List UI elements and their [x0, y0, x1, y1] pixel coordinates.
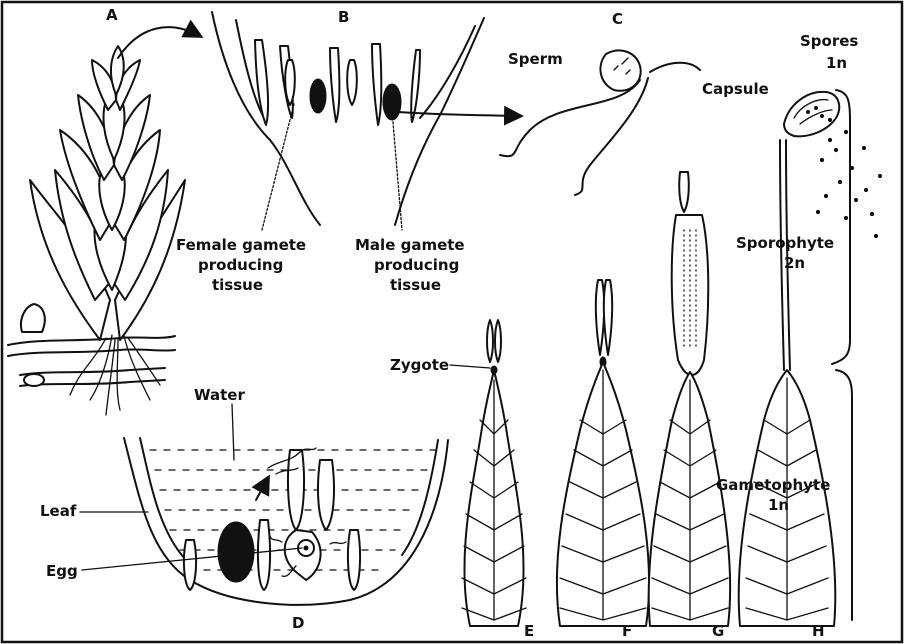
gametophyte-leafy-stems [462, 362, 835, 626]
panel-h-mature-sporophyte [780, 92, 882, 370]
label-leaf: Leaf [40, 502, 77, 520]
label-egg: Egg [46, 562, 78, 580]
pointer-zygote [450, 365, 490, 368]
panel-d-fertilization-cup [124, 438, 448, 605]
label-f: F [622, 622, 632, 640]
label-female-gamete-line3: tissue [212, 276, 263, 294]
label-b: B [338, 8, 349, 26]
arrow-b-to-c [398, 112, 520, 116]
panel-g-elongating-sporophyte [672, 172, 709, 375]
label-a: A [106, 6, 118, 24]
arrow-a-to-b [118, 27, 200, 58]
label-sporophyte-line1: Sporophyte [736, 234, 834, 252]
label-male-gamete-line2: producing [374, 256, 459, 274]
label-e: E [524, 622, 534, 640]
label-female-gamete-line2: producing [198, 256, 283, 274]
panel-f-young-sporophyte [596, 280, 612, 367]
label-c: C [612, 10, 623, 28]
label-sporophyte-line2: 2n [784, 254, 805, 272]
panel-a-moss-plant [8, 46, 185, 415]
label-male-gamete-line3: tissue [390, 276, 441, 294]
pointer-water [232, 404, 234, 460]
label-h: H [812, 622, 825, 640]
label-sperm: Sperm [508, 50, 563, 68]
label-capsule: Capsule [702, 80, 769, 98]
label-female-gamete-line1: Female gamete [176, 236, 306, 254]
panel-b-shoot-tip-section [212, 12, 484, 230]
label-d: D [292, 614, 304, 632]
label-gametophyte-line1: Gametophyte [716, 476, 830, 494]
label-zygote: Zygote [390, 356, 449, 374]
label-g: G [712, 622, 724, 640]
bracket-gametophyte [836, 370, 852, 620]
label-spores-line1: Spores [800, 32, 858, 50]
panel-c-sperm [500, 50, 700, 195]
label-gametophyte-line2: 1n [768, 496, 789, 514]
label-male-gamete-line1: Male gamete [355, 236, 465, 254]
panel-e-shoot-with-zygote [487, 320, 501, 374]
label-water: Water [194, 386, 245, 404]
label-spores-line2: 1n [826, 54, 847, 72]
